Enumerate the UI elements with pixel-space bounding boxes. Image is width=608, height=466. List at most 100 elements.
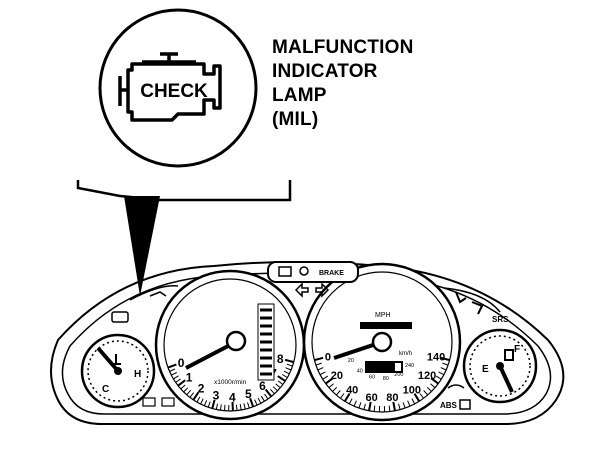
tach-tick bbox=[192, 391, 200, 401]
tach-tick bbox=[203, 400, 208, 406]
speed-tick bbox=[317, 367, 324, 371]
tach-tick bbox=[277, 375, 286, 382]
brake-label: BRAKE bbox=[319, 270, 344, 277]
tach-tick bbox=[207, 401, 211, 408]
speed-tick bbox=[442, 362, 449, 366]
temp-gauge: C H bbox=[80, 333, 156, 409]
temp-low: C bbox=[102, 384, 109, 395]
speed-label: 60 bbox=[365, 392, 377, 404]
fuel-high: F bbox=[514, 344, 520, 355]
kmh-label: 40 bbox=[357, 368, 363, 374]
speed-tick bbox=[363, 403, 366, 410]
tach-tick bbox=[196, 396, 201, 403]
tach-tick bbox=[285, 367, 292, 371]
srs-label: SRS bbox=[492, 315, 509, 324]
speed-label: 20 bbox=[331, 370, 343, 382]
tach-tick bbox=[272, 386, 278, 392]
tach-tick bbox=[171, 372, 177, 376]
tach-tick bbox=[283, 370, 290, 375]
tach-unit: x1000r/min bbox=[214, 379, 247, 386]
tach-tick bbox=[180, 384, 186, 390]
bottom-left-indicators bbox=[142, 397, 175, 407]
kmh-label: 240 bbox=[405, 363, 414, 369]
tach-tick bbox=[169, 368, 176, 372]
redline-hatch bbox=[260, 308, 272, 376]
speed-tick bbox=[315, 362, 322, 366]
callout-line-4: (MIL) bbox=[272, 109, 319, 130]
speed-tick bbox=[402, 402, 406, 409]
tach-tick bbox=[177, 379, 186, 387]
speed-unit: MPH bbox=[375, 312, 391, 319]
speed-tick bbox=[411, 398, 416, 405]
tach-tick bbox=[243, 403, 246, 410]
top-indicator-panel: BRAKE bbox=[267, 261, 359, 298]
tach-label: 6 bbox=[259, 379, 266, 393]
battery-icon bbox=[278, 266, 292, 277]
tach-ticks bbox=[167, 358, 295, 412]
speed-label: 0 bbox=[325, 352, 331, 364]
speed-tick bbox=[353, 400, 357, 407]
speed-tick bbox=[319, 371, 326, 376]
pointer-bracket bbox=[76, 180, 292, 202]
right-turn-signal-icon bbox=[315, 282, 330, 298]
speed-label: 40 bbox=[346, 384, 358, 396]
speed-tick bbox=[435, 375, 442, 380]
speed-tick bbox=[328, 383, 334, 389]
speed-tick bbox=[419, 393, 425, 399]
tach-tick bbox=[186, 389, 191, 396]
odometer-last-digit bbox=[395, 363, 401, 371]
speed-tick bbox=[348, 398, 353, 405]
tach-tick bbox=[247, 402, 250, 409]
temp-needle bbox=[96, 346, 120, 373]
tach-tick bbox=[257, 397, 262, 404]
pointer-wedge bbox=[124, 196, 160, 296]
tach-tick bbox=[215, 403, 218, 410]
speed-tick bbox=[314, 356, 324, 362]
tach-tick bbox=[167, 363, 177, 369]
tach-tick bbox=[239, 404, 242, 411]
mil-callout-text: MALFUNCTION INDICATOR LAMP (MIL) bbox=[272, 36, 472, 132]
check-engine-icon bbox=[118, 52, 222, 122]
speed-tick bbox=[407, 400, 411, 407]
speed-ticks bbox=[314, 356, 450, 413]
tach-tick bbox=[224, 404, 226, 411]
tach-tick bbox=[264, 388, 273, 398]
mil-lamp-icon bbox=[111, 311, 129, 323]
tach-needle bbox=[185, 343, 231, 370]
tach-label: 5 bbox=[245, 387, 252, 401]
tach-tick bbox=[275, 383, 281, 389]
speed-hub bbox=[371, 331, 393, 353]
tach-label: 2 bbox=[198, 382, 205, 396]
tachometer: 012345678 x1000r/min bbox=[154, 269, 306, 421]
magnifier-circle bbox=[98, 8, 258, 168]
speed-tick bbox=[368, 401, 372, 411]
check-label: CHECK bbox=[140, 81, 208, 102]
speed-label: 80 bbox=[386, 392, 398, 404]
headlight-icon bbox=[299, 266, 309, 276]
seatbelt-icon bbox=[455, 291, 467, 304]
odometer bbox=[365, 361, 403, 373]
tach-tick bbox=[211, 399, 216, 409]
fuel-gauge: E F bbox=[462, 328, 538, 404]
trip-odometer bbox=[360, 322, 412, 329]
tach-tick bbox=[200, 398, 204, 405]
speed-tick bbox=[430, 377, 439, 385]
bottom-right-indicators: ABS bbox=[440, 384, 471, 410]
kmh-label: 80 bbox=[383, 376, 389, 382]
kmh-label: 200 bbox=[394, 372, 403, 378]
tach-tick bbox=[219, 404, 222, 411]
tach-label: 1 bbox=[186, 370, 193, 384]
door-icon bbox=[471, 301, 484, 315]
speed-tick bbox=[413, 393, 421, 402]
speed-tick bbox=[426, 386, 432, 392]
tach-label: 8 bbox=[277, 352, 284, 366]
fuel-pump-icon bbox=[504, 349, 514, 361]
speed-label: 120 bbox=[418, 370, 436, 382]
speed-tick bbox=[398, 403, 401, 410]
left-indicator-panel bbox=[111, 285, 179, 323]
indicator-2-icon bbox=[161, 397, 175, 407]
tach-tick bbox=[254, 399, 258, 406]
pointer-callout bbox=[76, 180, 292, 296]
